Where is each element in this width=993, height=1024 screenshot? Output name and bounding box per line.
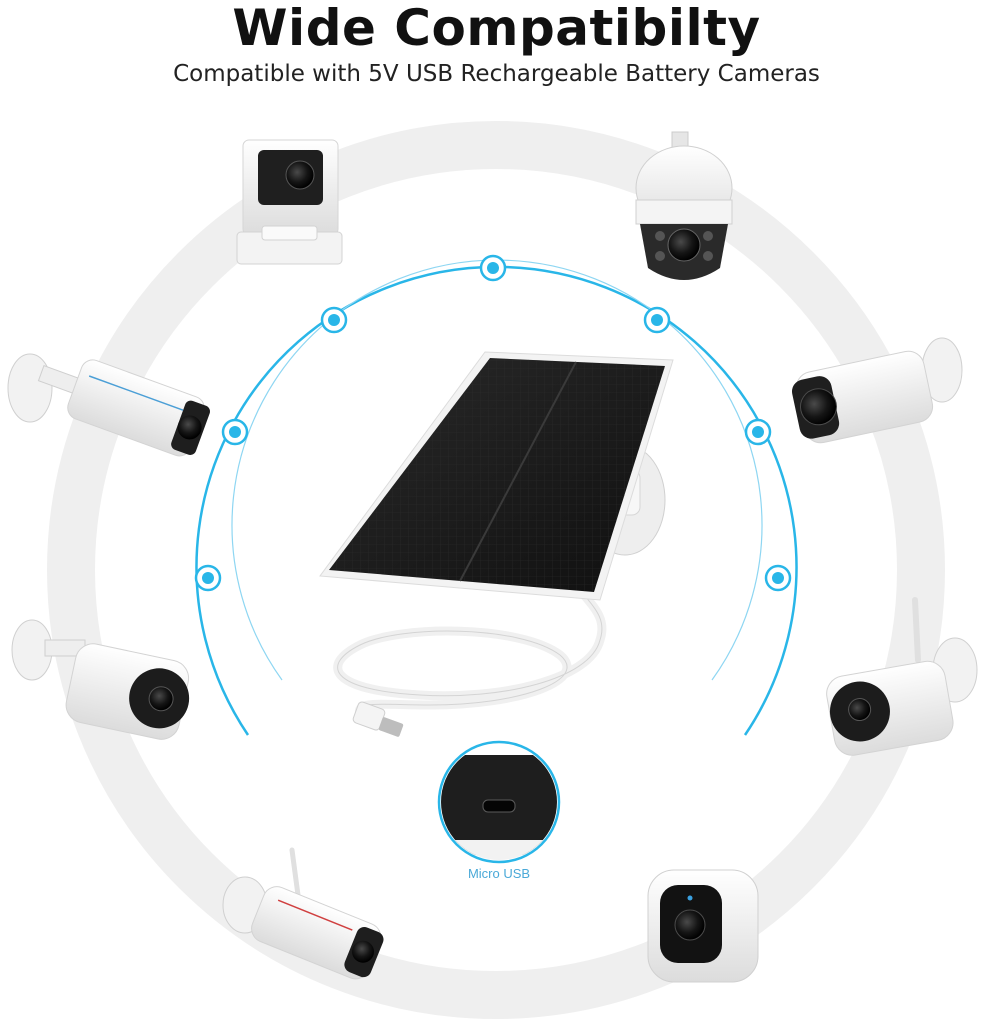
camera-icon xyxy=(11,619,190,740)
accent-dots xyxy=(194,254,792,592)
camera-icon xyxy=(647,869,759,983)
page-subtitle: Compatible with 5V USB Rechargeable Batt… xyxy=(173,61,820,87)
camera-icon xyxy=(7,353,210,457)
camera-icon xyxy=(222,847,384,980)
outer-ring xyxy=(47,121,945,1019)
micro-usb-port-icon xyxy=(437,740,561,864)
camera-icon xyxy=(635,131,733,280)
camera-icon xyxy=(236,139,343,265)
camera-icon xyxy=(791,337,963,444)
camera-icon xyxy=(826,597,978,756)
solar-panel-icon xyxy=(319,351,674,737)
page-title: Wide Compatibilty xyxy=(232,0,761,57)
micro-usb-label: Micro USB xyxy=(467,866,531,881)
